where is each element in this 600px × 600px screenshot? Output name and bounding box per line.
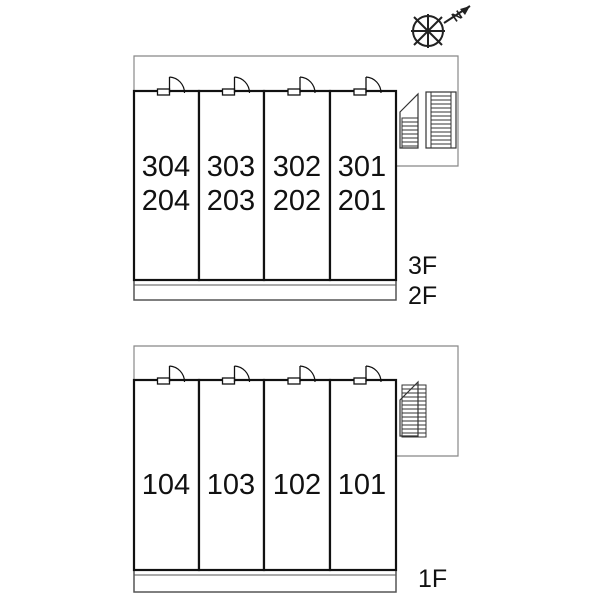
lower-room-0: [132, 378, 201, 572]
unit-102: 102: [273, 469, 321, 501]
lower-door-icon-3: [353, 365, 382, 385]
floor-label-3f: 3F: [408, 252, 437, 280]
floor-label-2f: 2F: [408, 282, 437, 310]
upper-block: [132, 55, 459, 301]
unit-303: 303: [207, 151, 255, 183]
lower-door-icon-1: [221, 365, 251, 385]
upper-room-0: [132, 89, 201, 282]
lower-block: [132, 345, 459, 593]
lower-room-3: [328, 378, 398, 572]
unit-103: 103: [207, 469, 255, 501]
upper-stairs-icon: [399, 91, 457, 149]
unit-201: 201: [338, 185, 386, 217]
floor-label-1f: 1F: [418, 565, 447, 593]
upper-balcony: [133, 279, 397, 301]
upper-door-icon-3: [353, 76, 382, 96]
upper-unit-labels: 304 204 303 203 302 202 301 201: [142, 151, 386, 217]
unit-101: 101: [338, 469, 386, 501]
upper-corridor-outline: [133, 55, 459, 167]
upper-room-3: [328, 89, 398, 282]
lower-balcony: [133, 569, 397, 593]
lower-stairs-icon: [399, 380, 427, 438]
lower-room-1: [197, 378, 266, 572]
lower-door-icon-2: [287, 365, 316, 385]
unit-302: 302: [273, 151, 321, 183]
upper-door-icon-0: [156, 76, 186, 96]
unit-304: 304: [142, 151, 190, 183]
lower-door-icon-0: [156, 365, 186, 385]
unit-204: 204: [142, 185, 190, 217]
upper-door-icon-2: [287, 76, 316, 96]
lower-corridor-outline: [133, 345, 459, 457]
upper-door-icon-1: [221, 76, 251, 96]
unit-301: 301: [338, 151, 386, 183]
compass-icon: [411, 5, 471, 48]
unit-203: 203: [207, 185, 255, 217]
unit-104: 104: [142, 469, 190, 501]
unit-202: 202: [273, 185, 321, 217]
lower-unit-labels: 104 103 102 101: [142, 469, 386, 501]
